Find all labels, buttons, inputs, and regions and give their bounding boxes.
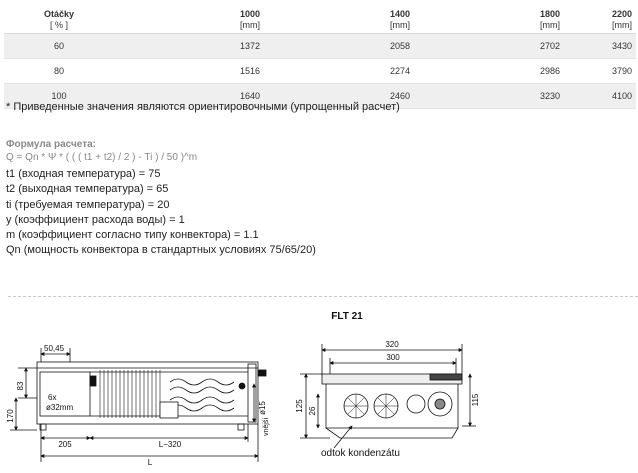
table-cell: 100 [4,83,114,109]
dim-label: 125 [295,399,304,413]
dim-label: 115 [471,393,480,406]
table-cell: 60 [4,33,114,59]
table-row: 100 1640 2460 3230 4100 [4,83,636,109]
table-cell: 1640 [114,83,264,109]
drawing-title: FLT 21 [331,311,363,322]
right-view [300,344,476,449]
dim-label: L−320 [159,440,182,449]
dim-label: L [148,458,153,467]
formula-title: Формула расчета: [6,139,97,150]
dim-label: 83 [16,381,25,390]
dim-label: vnější [263,418,270,436]
parameter-item: m (коэффициент согласно типу конвектора)… [6,229,259,242]
table-cell: 2986 [414,58,564,84]
dim-label: ø15 [258,401,267,415]
table-header-cell: 1000[mm] [114,4,264,34]
table-header-cell: 2200[mm] [564,4,636,34]
dim-label: 205 [58,440,72,449]
dim-label: 26 [308,406,317,415]
table-cell: 1372 [114,33,264,59]
table-cell: 3790 [564,58,636,84]
parameter-item: y (коэффициент расхода воды) = 1 [6,213,185,226]
table-cell: 3430 [564,33,636,59]
dim-label: 6x [48,393,56,402]
parameter-item: t2 (выходная температура) = 65 [6,183,169,196]
parameter-item: ti (требуемая температура) = 20 [6,198,170,211]
performance-table: Otáčky[ % ] 1000[mm] 1400[mm] 1800[mm] 2… [4,4,636,109]
dim-label: 300 [386,353,400,362]
table-header-cell: 1400[mm] [264,4,414,34]
technical-drawing: FLT 21 [6,311,480,467]
table-cell: 2460 [264,83,414,109]
condensate-drain-label: odtok kondenzátu [321,448,400,459]
table-cell: 2058 [264,33,414,59]
table-cell: 2274 [264,58,414,84]
left-view-labels: 50,45 83 170 6x ø32mm 205 L−320 L vnější… [6,344,270,467]
parameter-item: Qn (мощность конвектора в стандартных ус… [6,244,316,257]
right-view-labels: 320 300 125 26 115 odtok kondenzátu [295,340,480,459]
dim-label: 320 [385,340,399,349]
parameter-item: t1 (входная температура) = 75 [6,168,161,180]
parameter-list: t1 (входная температура) = 75 t2 (выходн… [6,167,316,259]
table-cell: 2702 [414,33,564,59]
table-cell: 4100 [564,83,636,109]
left-view [10,348,267,462]
table-header-row: Otáčky[ % ] 1000[mm] 1400[mm] 1800[mm] 2… [4,4,636,34]
table-row: 80 1516 2274 2986 3790 [4,58,636,84]
section-divider [8,296,638,297]
table-header-cell: Otáčky[ % ] [4,4,114,34]
formula-text: Q = Qn * Ψ * ( ( ( t1 + t2) / 2 ) - Ti )… [6,152,198,163]
dim-label: 170 [6,409,15,423]
table-cell: 80 [4,58,114,84]
table-cell: 1516 [114,58,264,84]
dim-label: ø32mm [46,403,73,412]
table-row: 60 1372 2058 2702 3430 [4,33,636,59]
table-cell: 3230 [414,83,564,109]
table-header-cell: 1800[mm] [414,4,564,34]
disclaimer-note: * Приведенные значения являются ориентир… [6,101,400,113]
dim-label: 50,45 [44,344,65,353]
